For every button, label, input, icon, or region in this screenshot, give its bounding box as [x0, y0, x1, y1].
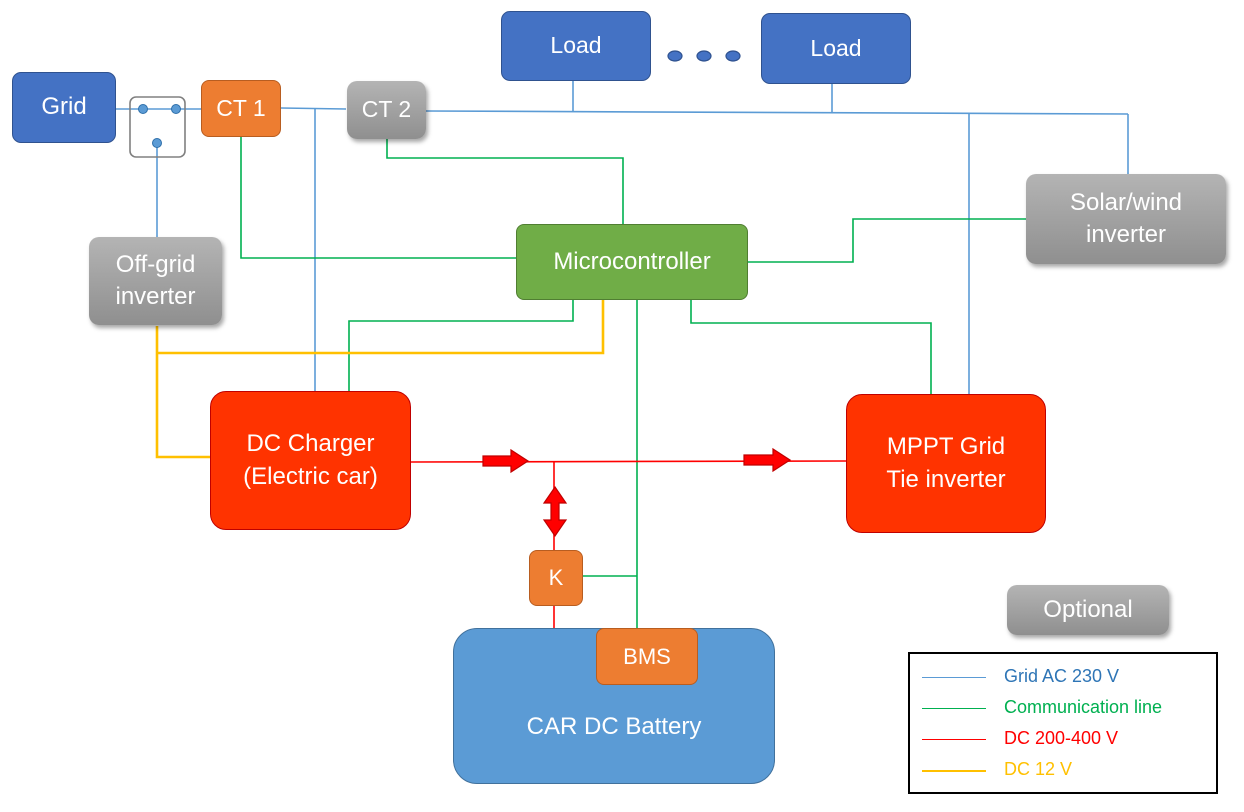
grid-block[interactable]: Grid — [12, 72, 116, 143]
car-dc-battery-block[interactable]: CAR DC Battery — [453, 628, 775, 784]
legend-line-communication — [922, 708, 986, 709]
legend-label-dc-low: DC 12 V — [1004, 759, 1073, 779]
bms-block[interactable]: BMS — [596, 628, 698, 685]
contactor-block[interactable]: K — [529, 550, 583, 606]
arrow-bidirectional-icon — [542, 485, 568, 538]
mppt-grid-tie-inverter-block[interactable]: MPPT Grid Tie inverter — [846, 394, 1046, 533]
legend: Grid AC 230 V Communication line DC 200-… — [908, 652, 1218, 794]
arrow-right-icon — [743, 447, 792, 473]
communication-lines — [240, 137, 1026, 628]
legend-line-dc-low — [922, 770, 986, 772]
load-block-2[interactable]: Load — [761, 13, 911, 84]
ct1-block[interactable]: CT 1 — [201, 80, 281, 137]
legend-label-grid-ac: Grid AC 230 V — [1004, 666, 1120, 686]
legend-item-dc-low: DC 12 V — [922, 759, 1214, 783]
legend-label-dc-high: DC 200-400 V — [1004, 728, 1119, 748]
legend-item-grid-ac: Grid AC 230 V — [922, 666, 1214, 690]
arrow-right-icon — [482, 448, 530, 474]
microcontroller-block[interactable]: Microcontroller — [516, 224, 748, 300]
solar-wind-inverter-block[interactable]: Solar/wind inverter — [1026, 174, 1226, 264]
dc-12v-lines — [155, 300, 605, 459]
legend-line-grid-ac — [922, 677, 986, 678]
legend-line-dc-high — [922, 739, 986, 740]
grid-ac-lines — [116, 81, 1129, 394]
legend-label-communication: Communication line — [1004, 697, 1163, 717]
optional-legend-swatch: Optional — [1007, 585, 1169, 635]
legend-item-communication: Communication line — [922, 697, 1214, 721]
dc-high-voltage-lines — [410, 460, 847, 628]
dc-charger-block[interactable]: DC Charger (Electric car) — [210, 391, 411, 530]
transfer-switch — [129, 96, 186, 158]
power-flow-arrows — [482, 447, 792, 538]
load-block-1[interactable]: Load — [501, 11, 651, 81]
ct2-block[interactable]: CT 2 — [347, 81, 426, 139]
off-grid-inverter-block[interactable]: Off-grid inverter — [89, 237, 222, 325]
legend-item-dc-high: DC 200-400 V — [922, 728, 1214, 752]
ellipsis-dots — [667, 50, 741, 62]
